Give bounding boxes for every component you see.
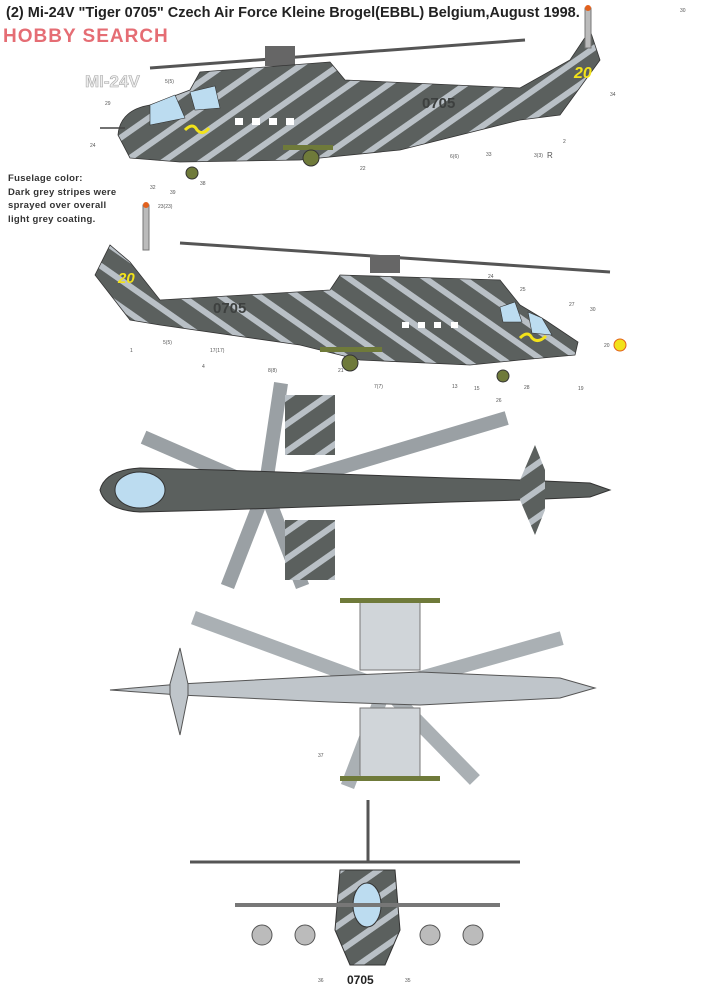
squadron-badge [613,338,627,352]
weapon-pylon [283,145,333,150]
callout-label: 6(6) [450,154,459,160]
nose-wheel [496,369,510,383]
callout-label: 5(5) [165,79,174,85]
callout-label: 5(5) [163,340,172,346]
callout-label: 32 [150,185,156,191]
callout: 36 [318,978,324,984]
serial-marking: 0705 [213,300,246,317]
callout-label: 22 [360,166,366,172]
left-side-view: MI-24V 0705 20 30 34 2 3(3) R 33 6(6) 22… [85,5,686,210]
note-line: light grey coating. [8,213,96,225]
fuselage-color-note: Fuselage color: Dark grey stripes were s… [8,172,117,226]
stub-wing [285,520,335,580]
callout: 37 [318,753,324,759]
tail-rotor-blade [584,7,592,49]
canopy [114,471,166,509]
callout-label: 27 [569,302,575,308]
callout-label: 34 [610,92,616,98]
serial-marking: 0705 [422,95,455,112]
tail-fin [169,647,189,736]
callout-label: 24 [488,274,494,280]
right-side-view: 0705 20 1 5(5) 4 17(17) 8(8) 21 7(7) 13 … [94,202,627,404]
callout-label: 38 [200,181,206,187]
note-line: Fuselage color: [8,173,83,184]
callout-label: 4 [202,364,205,370]
callout-label: 29 [105,101,111,107]
watermark: HOBBY SEARCH [3,26,169,47]
callout-label: 13 [452,384,458,390]
callout-label: 30 [590,307,596,313]
canopy [149,94,186,126]
callout-label: 2 [563,139,566,145]
tail-number: 20 [117,270,135,287]
callout-label: 20 [604,343,610,349]
callout-label: 39 [170,190,176,196]
callouts-view2: 1 5(5) 4 17(17) 8(8) 21 7(7) 13 15 26 28… [130,274,610,404]
canopy [189,85,221,111]
main-wheel [341,354,359,372]
front-view: 0705 36 35 [190,800,520,987]
main-wheel [302,149,320,167]
callout-label: 21 [338,368,344,374]
serial-marking: 0705 [347,973,374,987]
callout-label: 28 [524,385,530,391]
nose-wheel [185,166,199,180]
type-marking: MI-24V [85,72,140,91]
tail-number: 20 [573,65,592,82]
stub-wing [359,599,421,671]
callout-label: 23(23) [158,204,173,210]
callout-label: 17(17) [210,348,225,354]
callouts-view1: 30 34 2 3(3) R 33 6(6) 22 5(5) 29 24 32 … [90,8,686,210]
callout-label: 24 [90,143,96,149]
callout-label: 1 [130,348,133,354]
callout-label: 26 [496,398,502,404]
tiger-emblem [183,124,211,135]
canopy [527,311,553,336]
tail-fin [520,445,545,535]
fuselage [109,671,597,706]
rotor-hub [370,255,400,273]
callout-label: 7(7) [374,384,383,390]
tail-rotor-blade [142,204,150,251]
top-view [99,382,612,590]
callout-label: 8(8) [268,368,277,374]
bottom-view: 37 [109,598,597,790]
stub-wing [359,707,421,779]
note-line: Dark grey stripes were [8,186,117,198]
sheet-title: (2) Mi-24V "Tiger 0705" Czech Air Force … [6,5,580,21]
main-rotor-blade [149,38,526,70]
fuselage [117,29,601,163]
callout-label: 30 [680,8,686,14]
callout-label: 19 [578,386,584,392]
callout-label: 3(3) [534,153,543,159]
cabin-windows [235,118,294,125]
callout: 35 [405,978,411,984]
callout-label: 33 [486,152,492,158]
fuselage [99,467,612,513]
cabin-windows [402,322,458,328]
rocket-pods [251,924,484,946]
callout-label: 15 [474,386,480,392]
canopy [499,301,523,323]
weapon-pylon [320,347,382,352]
note-line: sprayed over overall [8,200,107,211]
callout-label: 25 [520,287,526,293]
fuselage [94,244,579,366]
stub-wing [285,395,335,455]
rotor-hub [265,46,295,66]
callout-label: R [547,151,553,160]
tiger-emblem [518,332,548,343]
